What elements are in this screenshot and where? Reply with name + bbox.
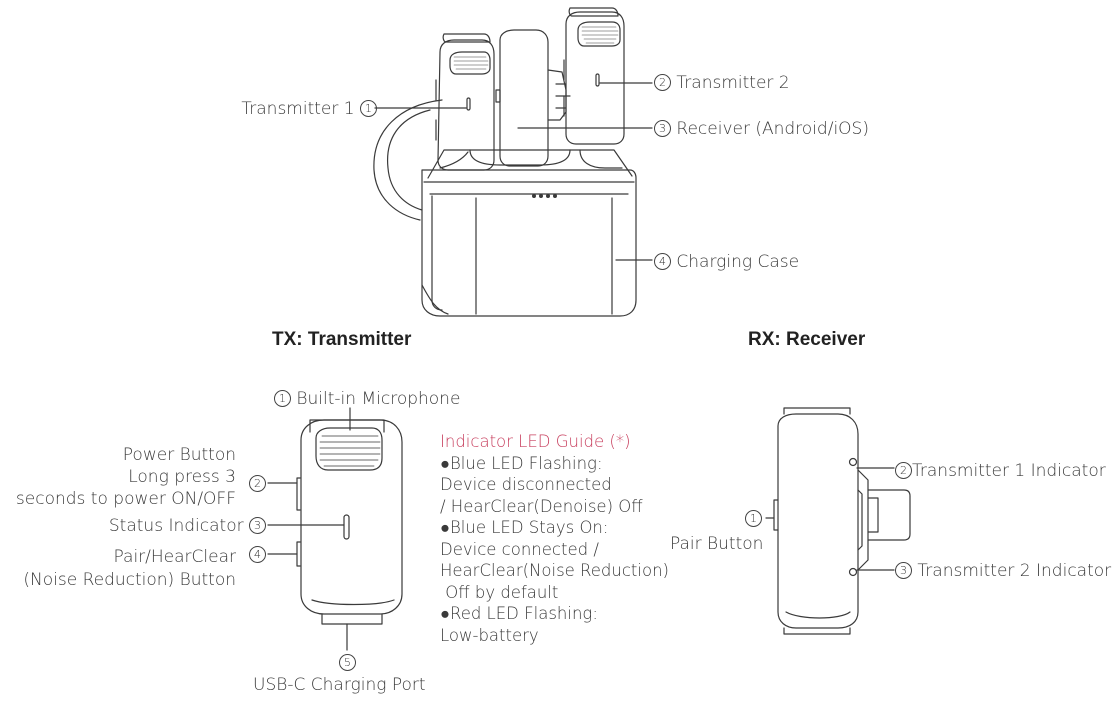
number-badge: 2 xyxy=(654,74,671,91)
badge-usb-c-port: 5 xyxy=(339,654,356,672)
charging-case-illustration xyxy=(373,7,637,317)
number-badge: 4 xyxy=(249,546,266,563)
label-charging-case: 4 Charging Case xyxy=(654,253,799,271)
number-badge: 1 xyxy=(745,510,762,527)
label-pair-hearclear-button: Pair/HearClear (Noise Reduction) Button xyxy=(23,547,236,590)
rx-leader-lines xyxy=(765,467,895,571)
transmitter-illustration xyxy=(296,419,403,625)
rx-heading: RX: Receiver xyxy=(748,329,866,350)
label-transmitter-2: 2 Transmitter 2 xyxy=(654,74,790,92)
label-usb-c-charging-port: USB-C Charging Port xyxy=(253,675,426,695)
label-built-in-microphone: 1 Built-in Microphone xyxy=(274,390,460,408)
tx-heading: TX: Transmitter xyxy=(272,329,412,350)
bullet-icon: ● xyxy=(440,518,450,537)
label-pair-button: Pair Button xyxy=(670,534,764,554)
bullet-icon: ● xyxy=(440,453,450,473)
badge-pair-hearclear: 4 xyxy=(249,546,266,564)
number-badge: 5 xyxy=(339,654,356,671)
badge-pair-button: 1 xyxy=(745,510,762,528)
number-badge: 3 xyxy=(249,517,266,534)
number-badge: 2 xyxy=(895,462,912,479)
number-badge: 3 xyxy=(654,120,671,137)
receiver-illustration xyxy=(773,407,911,635)
label-status-indicator: Status Indicator 3 xyxy=(109,517,266,535)
bullet-icon: ● xyxy=(440,604,450,623)
number-badge: 2 xyxy=(249,475,266,492)
led-item-blue-flashing: ●Blue LED Flashing: Device disconnected … xyxy=(440,453,643,516)
led-item-red-flashing: ●Red LED Flashing: Low-battery xyxy=(440,604,598,645)
led-guide: Indicator LED Guide (*) ●Blue LED Flashi… xyxy=(440,431,669,646)
label-transmitter-2-indicator: 3 Transmitter 2 Indicator xyxy=(895,562,1111,580)
number-badge: 1 xyxy=(274,390,291,407)
number-badge: 4 xyxy=(654,253,671,270)
label-power-button: Power Button Long press 3 seconds to pow… xyxy=(15,445,236,509)
led-guide-title: Indicator LED Guide (*) xyxy=(440,432,631,451)
led-item-blue-on: ●Blue LED Stays On: Device connected / H… xyxy=(440,518,669,602)
top-leader-lines xyxy=(374,82,653,261)
badge-power-button: 2 xyxy=(249,475,266,493)
label-receiver: 3 Receiver (Android/iOS) xyxy=(654,120,869,138)
number-badge: 1 xyxy=(360,100,377,117)
tx-leader-lines xyxy=(267,407,351,651)
number-badge: 3 xyxy=(895,562,912,579)
label-transmitter-1: Transmitter 1 1 xyxy=(241,100,377,118)
